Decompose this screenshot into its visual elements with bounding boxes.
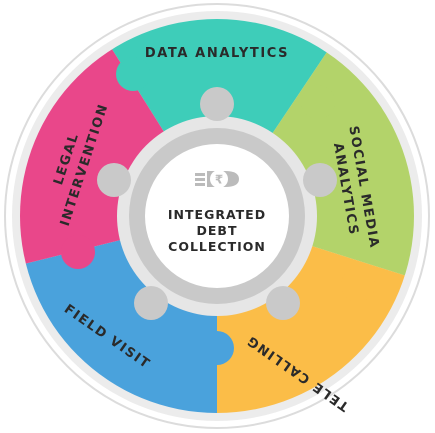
knob-pink-into-blue bbox=[61, 235, 95, 269]
center-title-line1: INTEGRATED bbox=[168, 207, 266, 222]
knob-blue-into-orange bbox=[200, 331, 234, 365]
knob-orange-into-green bbox=[341, 268, 375, 302]
rupee-hand-icon: ₹ bbox=[195, 170, 239, 188]
label-data-analytics: DATA ANALYTICS bbox=[145, 46, 289, 61]
hub-core bbox=[145, 144, 289, 288]
knob-green-into-teal bbox=[301, 85, 335, 119]
center-title-line3: COLLECTION bbox=[168, 239, 266, 254]
knob-teal-into-pink bbox=[116, 57, 150, 91]
svg-text:₹: ₹ bbox=[215, 173, 223, 187]
center-title-line2: DEBT bbox=[197, 223, 238, 238]
